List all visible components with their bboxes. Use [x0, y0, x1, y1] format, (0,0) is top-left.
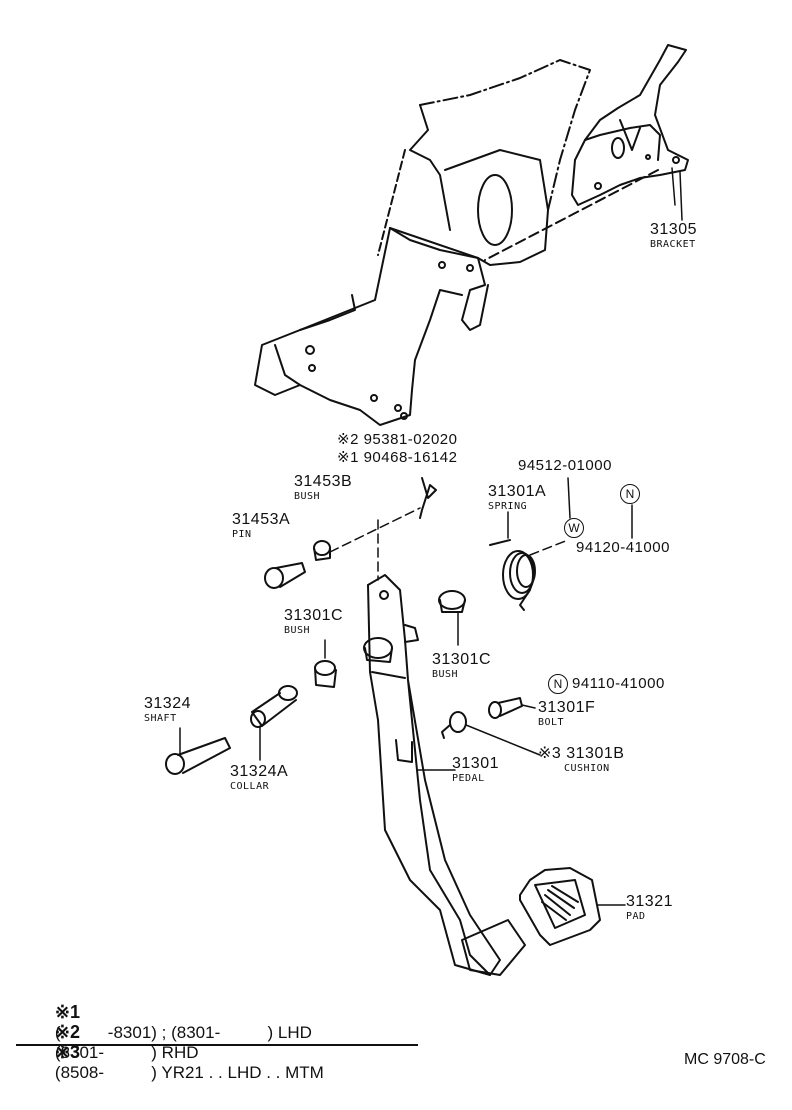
note-3-text: (8508- ) YR21 . . LHD . . MTM — [54, 1063, 324, 1082]
note-1: ※1 ( -8301) ; (8301- ) LHD — [36, 982, 312, 1063]
clip-part — [419, 477, 437, 519]
bush-31301c-right-number: 31301C — [432, 651, 492, 668]
nut-symbol-2: N — [548, 674, 568, 694]
bush-31301c-left-name: BUSH — [284, 625, 311, 636]
diagram-code: MC 9708-C — [684, 1051, 766, 1068]
bush-31453b-number: 31453B — [294, 473, 353, 490]
collar-number: 31324A — [230, 763, 289, 780]
note-2-text: (8301- ) RHD — [54, 1043, 199, 1062]
leader-lines — [507, 171, 683, 539]
bolt-name: BOLT — [538, 717, 565, 728]
note-2: ※2 (8301- ) RHD — [36, 1002, 199, 1083]
nut-number-2: 94110-41000 — [572, 675, 665, 692]
pedal-part — [363, 574, 526, 976]
bush-31301c-left-number: 31301C — [284, 607, 344, 624]
cushion-name: CUSHION — [564, 763, 610, 774]
bush-31453b-part — [313, 540, 331, 561]
pedal-support-structure — [254, 59, 591, 426]
clip-number-1: ※2 95381-02020 — [337, 431, 458, 448]
nut-symbol-1: N — [620, 484, 640, 504]
notes-underline — [16, 1044, 418, 1046]
pin-name: PIN — [232, 529, 252, 540]
bolt-number: 31301F — [538, 699, 596, 716]
spring-number: 31301A — [488, 483, 547, 500]
pin-part — [264, 562, 306, 589]
spring-part — [489, 539, 536, 611]
spring-name: SPRING — [488, 501, 528, 512]
note-3-mark: ※3 — [54, 1042, 80, 1062]
pin-number: 31453A — [232, 511, 291, 528]
collar-name: COLLAR — [230, 781, 270, 792]
bush-31301c-right-name: BUSH — [432, 669, 459, 680]
bush-31301c-left-part — [314, 639, 337, 688]
pedal-number: 31301 — [452, 755, 499, 772]
clip-number-2: ※1 90468-16142 — [337, 449, 458, 466]
pad-name: PAD — [626, 911, 646, 922]
shaft-name: SHAFT — [144, 713, 177, 724]
bush-31301c-right-part — [438, 590, 466, 646]
bracket-name: BRACKET — [650, 239, 696, 250]
note-1-mark: ※1 — [54, 1002, 80, 1022]
washer-number: 94512-01000 — [518, 457, 612, 474]
cushion-number: ※3 31301B — [538, 745, 625, 762]
assembly-lines — [329, 507, 569, 581]
cushion-part — [441, 711, 541, 756]
note-2-mark: ※2 — [54, 1022, 80, 1042]
nut-number-1: 94120-41000 — [576, 539, 670, 556]
bracket-part — [484, 44, 689, 261]
shaft-part — [165, 727, 231, 775]
collar-part — [250, 685, 298, 761]
bracket-number: 31305 — [650, 221, 697, 238]
pedal-name: PEDAL — [452, 773, 485, 784]
shaft-number: 31324 — [144, 695, 191, 712]
note-1-text: ( -8301) ; (8301- ) LHD — [54, 1023, 312, 1042]
bush-31453b-name: BUSH — [294, 491, 321, 502]
washer-symbol: W — [564, 518, 584, 538]
note-3: ※3 (8508- ) YR21 . . LHD . . MTM — [36, 1022, 324, 1103]
pad-part — [519, 867, 626, 946]
bolt-part — [488, 697, 536, 719]
pad-number: 31321 — [626, 893, 673, 910]
